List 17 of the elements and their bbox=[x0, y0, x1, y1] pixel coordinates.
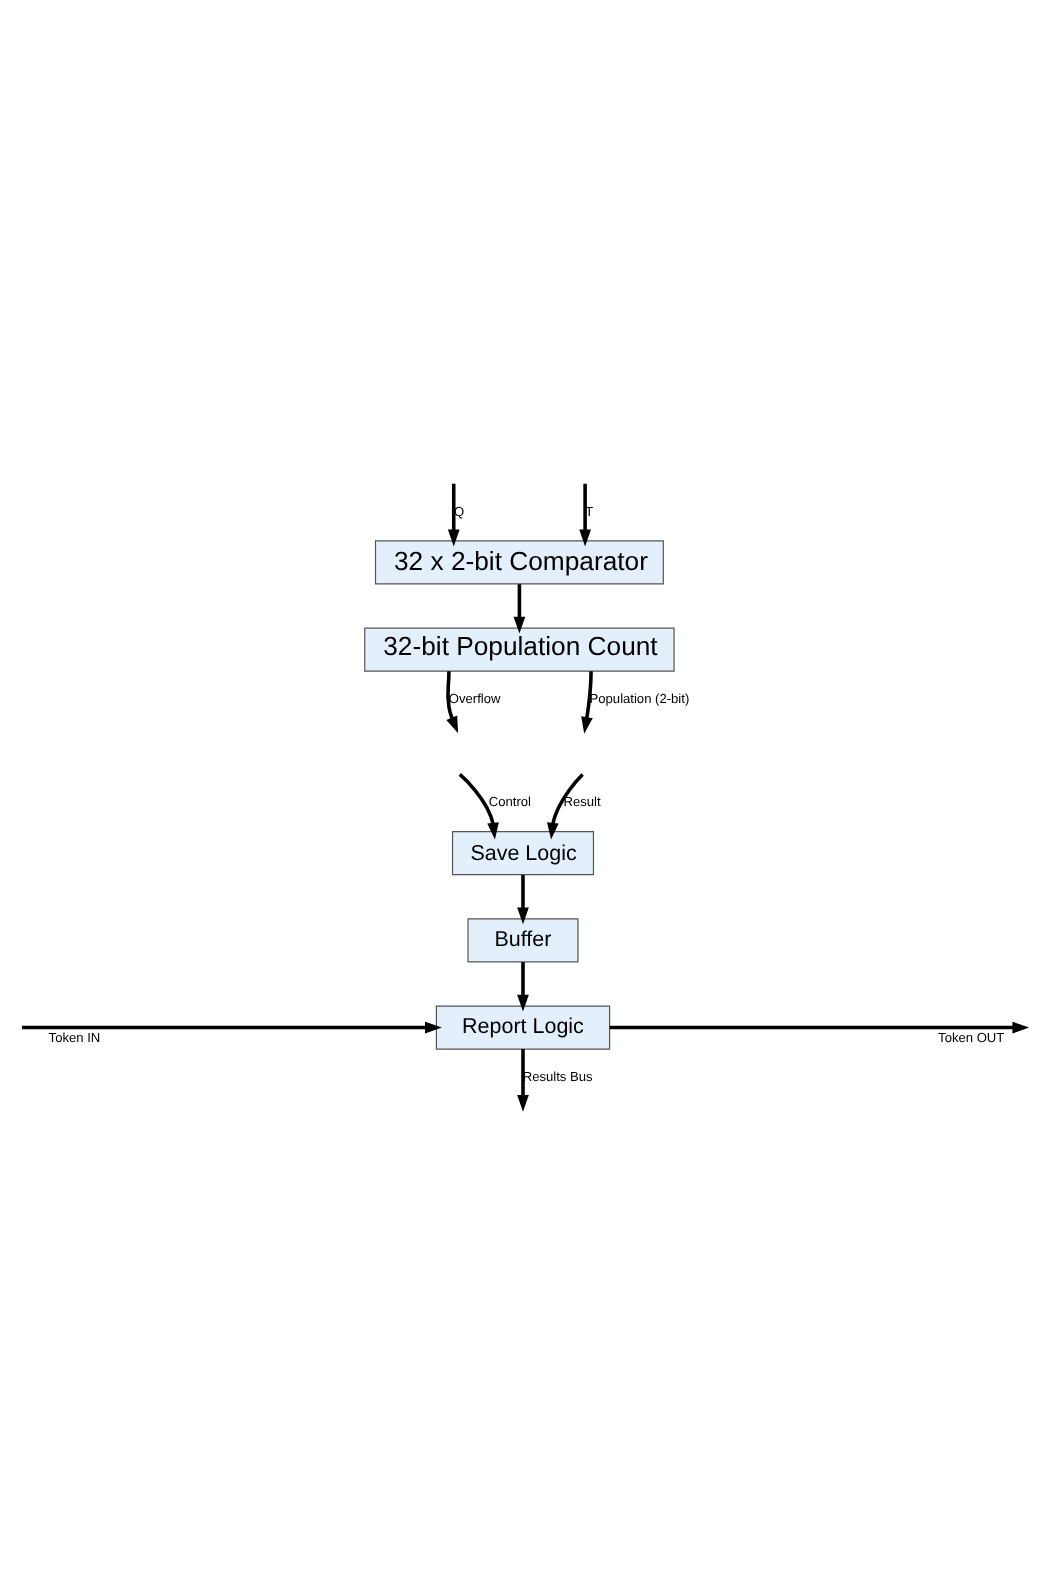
arrow bbox=[447, 483, 460, 547]
arrow bbox=[21, 1021, 442, 1034]
arrow bbox=[517, 874, 529, 925]
arrow bbox=[517, 962, 529, 1012]
arrow bbox=[581, 671, 593, 734]
arrow bbox=[579, 483, 591, 547]
arrow bbox=[513, 584, 526, 634]
arrow bbox=[446, 671, 459, 734]
node-box: Report Logic bbox=[435, 1005, 611, 1050]
arrow bbox=[609, 1021, 1030, 1034]
node-box: 32 x 2-bit Comparator bbox=[374, 540, 664, 585]
node-box: Save Logic bbox=[451, 831, 595, 876]
arrow bbox=[547, 773, 584, 840]
arrow bbox=[458, 773, 499, 840]
arrow bbox=[517, 1049, 529, 1112]
node-box: Buffer bbox=[467, 918, 579, 963]
node-box: 32-bit Population Count bbox=[364, 627, 675, 672]
